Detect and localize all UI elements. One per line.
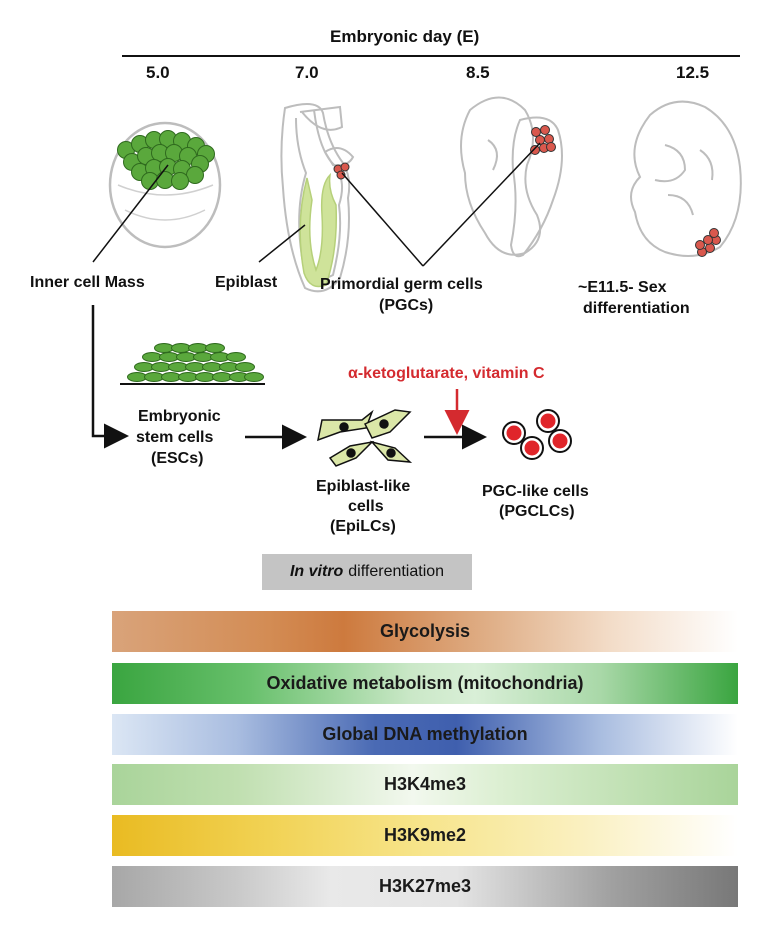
icm-to-esc-arrow — [91, 305, 129, 449]
epilc-cells-illustration — [317, 409, 413, 467]
esc-cell — [134, 362, 154, 372]
pgclc-cells-illustration — [502, 409, 572, 460]
icm-cell — [171, 172, 189, 190]
e8-pgc-cluster — [530, 125, 556, 155]
epiblast-label: Epiblast — [215, 274, 278, 291]
esc-cell — [188, 343, 208, 353]
h3k4me3-bar: H3K4me3 — [112, 764, 738, 805]
esc-cell — [235, 362, 255, 372]
icm-cell — [156, 171, 174, 189]
esc-cell — [127, 372, 147, 382]
sex-diff-label-line2: differentiation — [583, 300, 690, 317]
day-label-12-5: 12.5 — [676, 63, 710, 82]
pgc-label-line2: (PGCs) — [379, 297, 434, 314]
inner-cell-mass-label: Inner cell Mass — [30, 274, 145, 291]
e8-embryo-illustration — [460, 96, 563, 258]
esc-cell — [185, 362, 205, 372]
epiblast-pointer-line — [258, 224, 306, 263]
esc-cell — [202, 362, 222, 372]
epilc-label-line1: Epiblast-like — [316, 478, 411, 495]
pgclc-label-line2: (PGCLCs) — [499, 503, 575, 520]
esc-cell — [142, 352, 162, 362]
in-vitro-italic-text: In vitro — [289, 563, 344, 580]
esc-cell — [176, 352, 196, 362]
h3k27me3-bar: H3K27me3 — [112, 866, 738, 907]
pgc-pointer-line-e7 — [341, 172, 424, 267]
esc-cell — [154, 343, 174, 353]
oxidative-metabolism-bar: Oxidative metabolism (mitochondria) — [112, 663, 738, 704]
esc-label-line2: stem cells — [136, 429, 214, 446]
esc-cell — [161, 372, 181, 382]
blastocyst-illustration — [108, 121, 222, 249]
esc-cell — [244, 372, 264, 382]
e12-embryo-illustration — [630, 100, 742, 257]
esc-label-line3: (ESCs) — [151, 450, 204, 467]
sex-diff-label-line1: ~E11.5- Sex — [578, 279, 667, 296]
epiblast-illustration — [299, 172, 338, 288]
esc-cell — [168, 362, 188, 372]
esc-cell — [178, 372, 198, 382]
pgclc-label-line1: PGC-like cells — [482, 483, 589, 500]
esc-cell — [205, 343, 225, 353]
esc-cell — [195, 372, 215, 382]
day-label-5: 5.0 — [146, 63, 170, 82]
esc-cell — [212, 372, 232, 382]
esc-cell — [226, 352, 246, 362]
e7-embryo-illustration — [280, 103, 355, 293]
dna-methylation-bar: Global DNA methylation — [112, 714, 738, 755]
esc-cell — [144, 372, 164, 382]
esc-label-line1: Embryonic — [138, 408, 221, 425]
icm-pointer-line — [92, 164, 169, 263]
esc-cell — [159, 352, 179, 362]
e12-pgc-cluster — [695, 228, 721, 257]
in-vitro-differentiation-box: In vitro differentiation — [262, 554, 472, 590]
day-label-7: 7.0 — [295, 63, 319, 82]
glycolysis-bar: Glycolysis — [112, 611, 738, 652]
esc-cell — [193, 352, 213, 362]
epilc-label-line2: cells — [348, 498, 384, 515]
e7-pgc-cluster — [333, 162, 350, 180]
esc-cell — [171, 343, 191, 353]
day-label-8-5: 8.5 — [466, 63, 490, 82]
timeline-title: Embryonic day (E) — [330, 27, 480, 46]
h3k9me2-bar: H3K9me2 — [112, 815, 738, 856]
pgc-label-line1: Primordial germ cells — [320, 276, 483, 293]
epilc-label-line3: (EpiLCs) — [330, 518, 396, 535]
pgc-pointer-line-e8 — [422, 142, 541, 267]
esc-colony-illustration — [127, 343, 264, 382]
treatment-label: α-ketoglutarate, vitamin C — [348, 365, 545, 382]
icm-cell — [186, 166, 204, 184]
esc-cell — [151, 362, 171, 372]
in-vitro-rest-text: differentiation — [348, 563, 445, 580]
